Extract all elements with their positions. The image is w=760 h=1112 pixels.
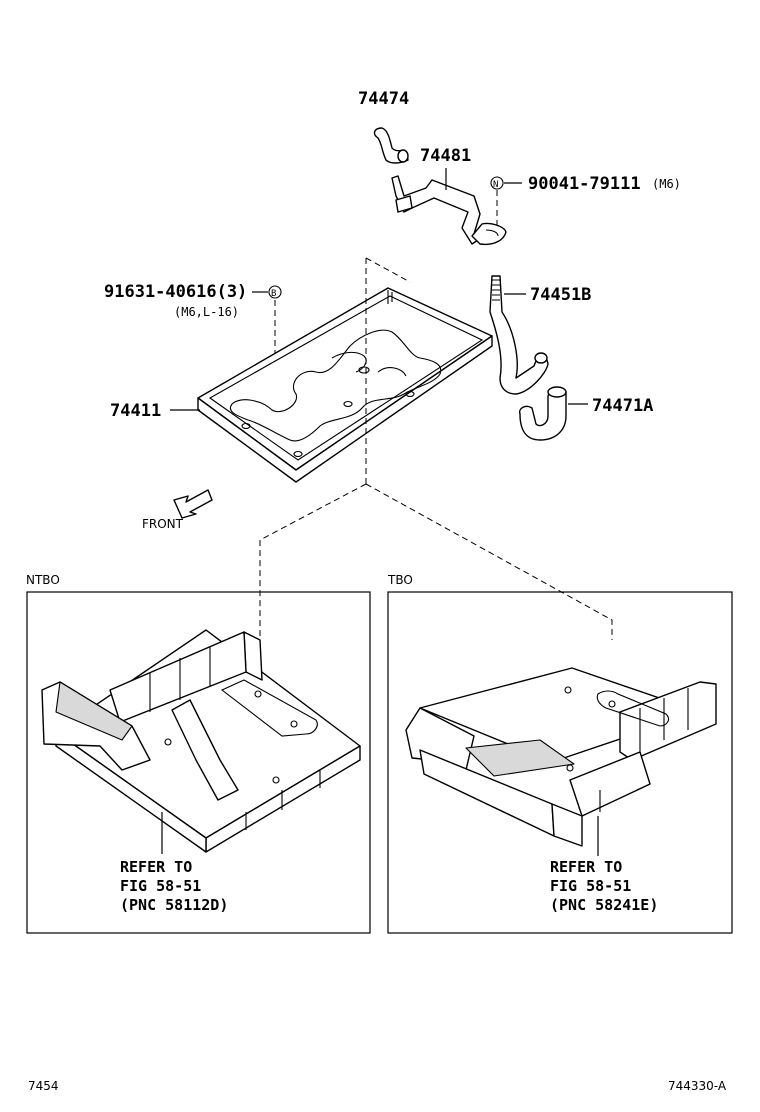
tbo-ref-line2: FIG 58-51	[550, 877, 631, 895]
ntbo-ref-line3: (PNC 58112D)	[120, 896, 228, 914]
part-74451b-hose[interactable]	[489, 275, 549, 395]
label-74474: 74474	[358, 89, 409, 109]
ntbo-ref-line1: REFER TO	[120, 858, 192, 876]
panel-tbo	[387, 591, 733, 934]
tbo-ref-line3: (PNC 58241E)	[550, 896, 658, 914]
guide-to-tbo	[365, 483, 613, 640]
tbo-bracket-illustration[interactable]	[405, 667, 717, 847]
label-91631-spec: (M6,L-16)	[174, 305, 239, 319]
footer-right-code: 744330-A	[668, 1079, 727, 1093]
label-90041-79111: 90041-79111	[528, 174, 641, 194]
part-74481-bracket[interactable]	[391, 175, 507, 246]
label-74451b: 74451B	[530, 285, 591, 305]
label-90041-spec: (M6)	[652, 177, 681, 191]
part-74471a-hose[interactable]	[519, 386, 567, 441]
panel-right-tag: TBO	[387, 573, 413, 587]
ntbo-ref-line2: FIG 58-51	[120, 877, 201, 895]
label-91631-40616: 91631-40616(3)	[104, 282, 247, 302]
label-74411: 74411	[110, 401, 161, 421]
front-arrow-icon	[173, 489, 213, 519]
label-74471a: 74471A	[592, 396, 653, 416]
label-74481: 74481	[420, 146, 471, 166]
panel-left-tag: NTBO	[26, 573, 60, 587]
part-74474-hose[interactable]	[373, 127, 409, 164]
ntbo-bracket-illustration[interactable]	[41, 629, 361, 853]
tbo-ref-line1: REFER TO	[550, 858, 622, 876]
footer-left-code: 7454	[28, 1079, 59, 1093]
panel-ntbo	[26, 591, 371, 934]
guide-to-ntbo	[259, 483, 367, 640]
front-label: FRONT	[142, 517, 184, 531]
part-74411-battery-tray[interactable]	[197, 287, 493, 483]
symbol-n-icon: N	[493, 180, 498, 190]
symbol-b-icon: B	[271, 289, 276, 299]
part-90041-nut-marker: N	[490, 176, 522, 228]
